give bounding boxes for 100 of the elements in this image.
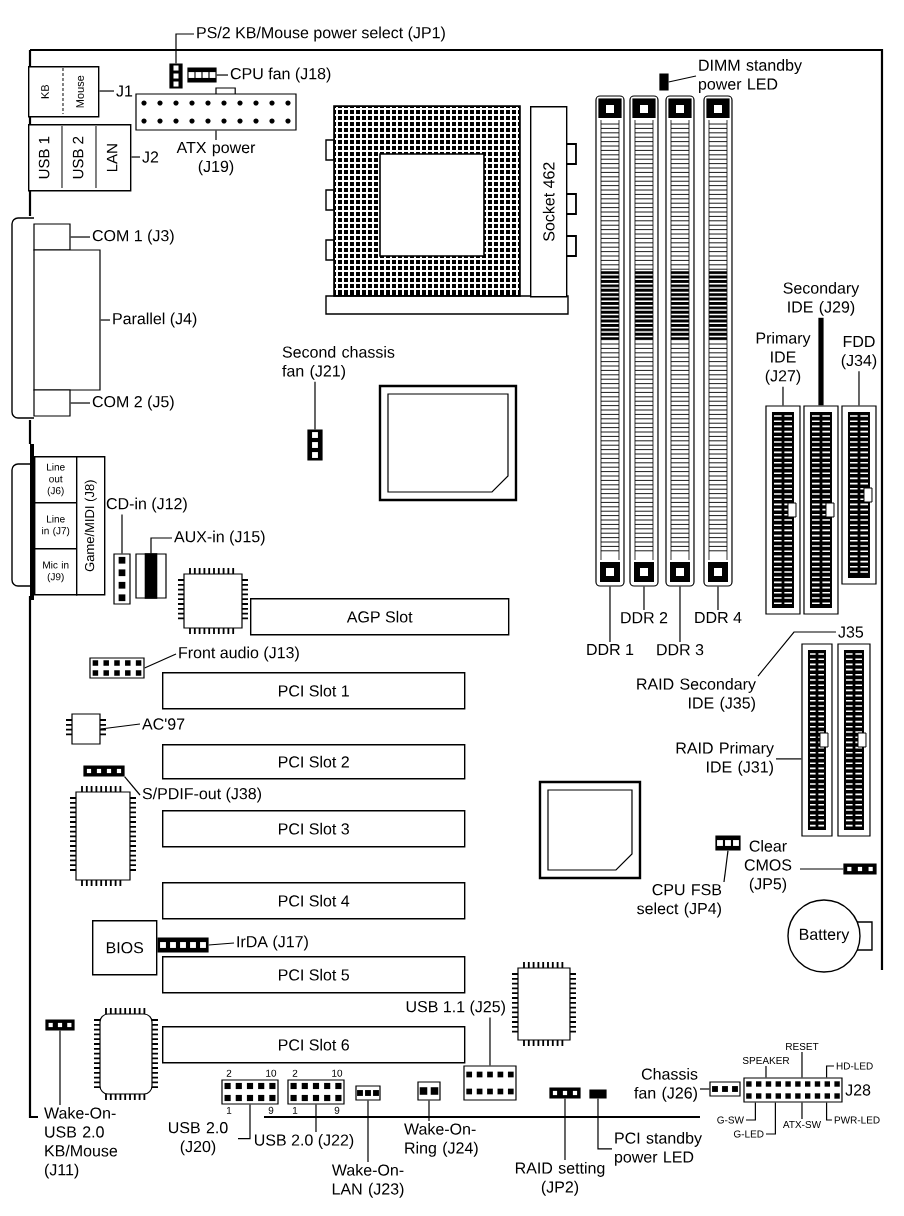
- callout-label: Chassis fan (J26): [634, 1068, 698, 1102]
- callout-label: FDD (J34): [841, 336, 877, 370]
- bios-chip: BIOS: [92, 920, 158, 976]
- leader-line: [801, 1051, 803, 1078]
- led: [659, 73, 669, 91]
- expansion-slot: PCI Slot 2: [162, 744, 466, 780]
- expansion-slot: PCI Slot 5: [162, 956, 466, 994]
- leader-line: [216, 74, 229, 76]
- leader-line: [144, 653, 177, 669]
- expansion-slot: PCI Slot 4: [162, 882, 466, 920]
- callout-label: ATX power (J19): [176, 142, 256, 176]
- memory-slot: [703, 95, 733, 587]
- leader-line: [699, 1088, 710, 1090]
- expansion-slot: AGP Slot: [250, 598, 510, 636]
- fan-connector: [307, 429, 323, 461]
- leader-line: [100, 723, 141, 730]
- callout-label: Front audio (J13): [179, 646, 299, 662]
- cpu-socket: Socket 462: [325, 105, 577, 315]
- callout-label: J1: [116, 85, 133, 97]
- leader-line: [775, 758, 802, 760]
- leader-line: [175, 33, 195, 64]
- leader-line: [489, 1016, 491, 1066]
- ide-connector: [803, 405, 839, 615]
- ide-connector: [765, 405, 801, 615]
- ide-connector: [837, 643, 871, 837]
- chip: [65, 713, 107, 745]
- leader-line: [98, 90, 115, 92]
- pin-header: [45, 1019, 75, 1031]
- callout-label: CPU FSB select (JP4): [637, 884, 722, 918]
- leader-line: [757, 631, 837, 677]
- callout-label: CPU fan (J18): [230, 67, 331, 83]
- leader-line: [428, 1100, 430, 1122]
- ide-connector: [801, 643, 833, 837]
- chip: [69, 785, 137, 887]
- callout-label: DIMM standby power LED: [699, 59, 802, 93]
- fan-connector: [709, 1081, 741, 1097]
- leader-line: [765, 1065, 767, 1078]
- leader-line: [564, 1098, 566, 1161]
- callout-label: Primary IDE (J27): [756, 332, 811, 385]
- leader-line: [668, 75, 697, 83]
- callout-label: DDR 4: [695, 612, 742, 623]
- leader-line: [215, 130, 217, 141]
- callout-label: Wake-On-LAN (J23): [331, 1164, 404, 1198]
- leader-line: [643, 586, 645, 611]
- callout-label: RAID Secondary IDE (J35): [637, 678, 756, 712]
- fan-connector: [355, 1085, 381, 1101]
- pin-header: [463, 1065, 517, 1101]
- leader-line: [237, 1104, 251, 1140]
- callout-label: AUX-in (J15): [174, 530, 265, 546]
- callout-label: USB 1.1 (J25): [406, 1000, 505, 1016]
- chip: [511, 961, 577, 1047]
- serial-port: [33, 223, 71, 251]
- leader-line: [717, 586, 719, 611]
- callout-label: DDR 1: [587, 644, 634, 655]
- chip: [378, 384, 518, 502]
- memory-slot: [629, 95, 659, 587]
- callout-label: CD-in (J12): [106, 497, 187, 513]
- callout-label: Parallel (J4): [113, 312, 197, 328]
- chip: [538, 780, 642, 880]
- ide-connector: [841, 405, 877, 585]
- callout-label: Clear CMOS (JP5): [744, 840, 792, 893]
- callout-label: USB 2.0 (J20): [169, 1122, 228, 1156]
- callout-label: S/PDIF-out (J38): [142, 787, 261, 803]
- jumper: [169, 63, 183, 89]
- leader-line: [801, 1102, 803, 1120]
- leader-line: [858, 370, 860, 406]
- fan-connector: [187, 67, 217, 83]
- callout-label: USB 2.0 (J22): [255, 1134, 354, 1149]
- callout-label: J2: [142, 151, 159, 163]
- fan-connector: [113, 553, 131, 605]
- leader-line: [745, 1102, 756, 1121]
- callout-label: PCI standby power LED: [615, 1132, 702, 1166]
- callout-label: J28: [845, 1084, 871, 1096]
- leader-line: [130, 156, 141, 158]
- serial-port: [33, 389, 71, 417]
- fan-connector: [417, 1081, 441, 1101]
- leader-line: [70, 236, 91, 238]
- jumper: [715, 835, 741, 851]
- callout-label: PS/2 KB/Mouse power select (JP1): [197, 26, 445, 42]
- callout-label: Wake-On-Ring (J24): [404, 1123, 478, 1157]
- callout-label: Second chassis fan (J21): [282, 346, 395, 380]
- callout-label: RAID Primary IDE (J31): [676, 742, 774, 776]
- leader-line: [597, 1098, 613, 1150]
- memory-slot: [595, 95, 625, 587]
- leader-line: [826, 1065, 835, 1078]
- callout-label: IrDA (J17): [237, 935, 308, 951]
- callout-label: DDR 2: [621, 612, 668, 624]
- leader-line: [818, 317, 824, 406]
- node-label: Socket 462: [542, 162, 555, 242]
- leader-line: [782, 386, 784, 406]
- battery: Battery: [787, 899, 873, 973]
- leader-line: [315, 1104, 317, 1133]
- fan-connector: [135, 553, 167, 599]
- callout-label: AC'97: [142, 718, 185, 730]
- jumper: [843, 863, 877, 875]
- leader-line: [367, 1100, 369, 1163]
- expansion-slot: PCI Slot 1: [162, 672, 466, 710]
- leader-line: [799, 868, 844, 870]
- callout-label: DDR 3: [657, 644, 704, 656]
- pin-header: [89, 657, 145, 679]
